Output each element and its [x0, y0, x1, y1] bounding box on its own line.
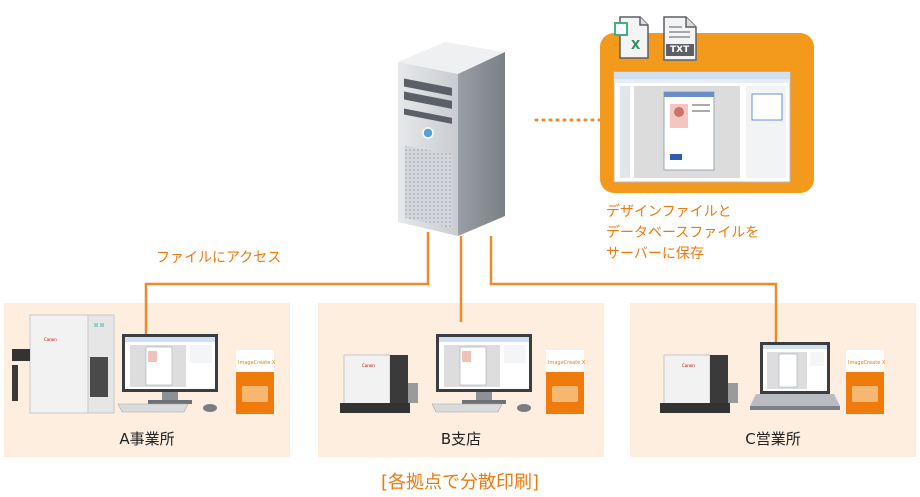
site-label-c: C営業所 — [745, 430, 801, 448]
software-box-icon: ImageCreate X — [236, 350, 276, 414]
software-box-icon: ImageCreate X — [846, 350, 886, 414]
large-printer-icon: Canon — [12, 313, 116, 415]
site-label-a: A事業所 — [119, 430, 175, 448]
desktop-monitor-icon — [118, 334, 222, 414]
software-title: ImageCreate X — [848, 360, 886, 366]
printer-brand: Canon — [44, 337, 57, 342]
txt-label: TXT — [670, 45, 690, 55]
laptop-icon — [750, 342, 840, 414]
access-label: ファイルにアクセス — [156, 250, 282, 266]
server-icon — [398, 42, 505, 236]
software-title: ImageCreate X — [548, 360, 586, 366]
printer-brand: Canon — [362, 363, 375, 368]
diagram-caption: [各拠点で分散印刷] — [380, 472, 540, 493]
compact-printer-icon: Canon — [656, 353, 740, 415]
excel-file-icon: X — [614, 16, 650, 60]
server-files-box — [600, 33, 814, 193]
printer-brand: Canon — [682, 363, 695, 368]
server-note: デザインファイルと データベースファイルを サーバーに保存 — [606, 202, 759, 265]
server-note-line-1: デザインファイルと — [606, 204, 732, 220]
site-label-b: B支店 — [440, 430, 482, 448]
software-box-icon: ImageCreate X — [546, 350, 586, 414]
txt-file-icon: TXT — [660, 16, 698, 62]
compact-printer-icon: Canon — [336, 353, 420, 415]
server-note-line-3: サーバーに保存 — [606, 246, 704, 262]
connection-lines — [144, 232, 778, 344]
excel-letter: X — [631, 38, 641, 52]
server-note-line-2: データベースファイルを — [606, 225, 760, 241]
desktop-monitor-icon — [432, 334, 536, 414]
software-title: ImageCreate X — [238, 360, 276, 366]
